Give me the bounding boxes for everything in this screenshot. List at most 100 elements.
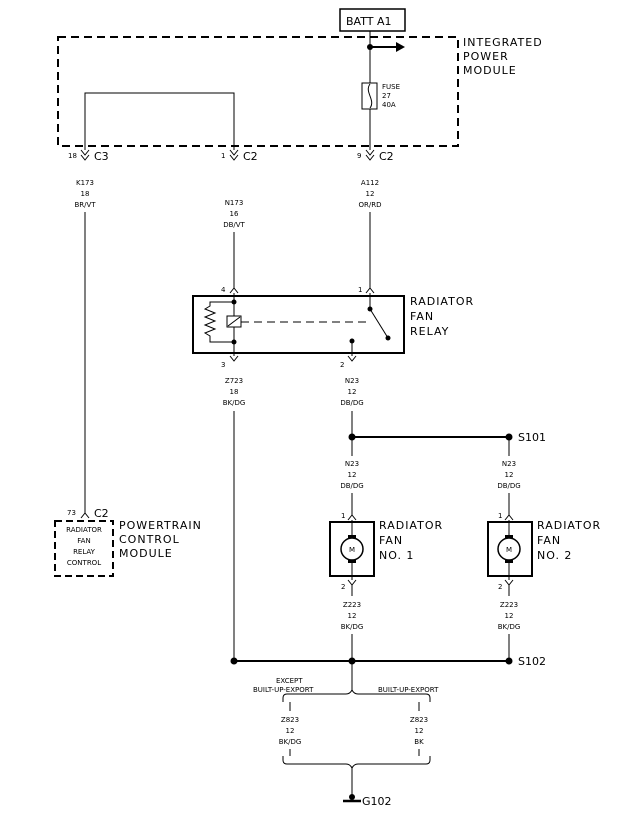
relay-pin3-connector bbox=[229, 355, 239, 362]
n23-fan1-gauge: 12 bbox=[348, 471, 357, 479]
ipm-label-2: POWER bbox=[463, 50, 509, 63]
n23-fan1-color: DB/DG bbox=[340, 482, 363, 490]
c2b-name: C2 bbox=[379, 150, 394, 163]
s102-label: S102 bbox=[518, 655, 546, 668]
pcm-box-2: FAN bbox=[77, 537, 90, 545]
pcm-connector bbox=[80, 512, 90, 519]
switch-output-dot bbox=[349, 338, 355, 344]
coil-top-dot bbox=[231, 299, 237, 305]
c3-pin: 18 bbox=[68, 152, 77, 160]
z223-fan2-gauge: 12 bbox=[505, 612, 514, 620]
n173-gauge: 16 bbox=[230, 210, 239, 218]
connector-c3: 18 C3 bbox=[68, 149, 109, 163]
n23-fan2-color: DB/DG bbox=[497, 482, 520, 490]
wire-z823-left: Z823 12 BK/DG bbox=[279, 716, 302, 746]
ipm-feed-arrow bbox=[370, 42, 405, 52]
c2a-name: C2 bbox=[243, 150, 258, 163]
wire-z223-fan1: Z223 12 BK/DG bbox=[341, 585, 363, 661]
a112-color: OR/RD bbox=[359, 201, 382, 209]
pcm-label-1: POWERTRAIN bbox=[119, 519, 202, 532]
n23-fan2-gauge: 12 bbox=[505, 471, 514, 479]
radiator-fan-1: 1 M 2 RADIATOR FAN NO. 1 bbox=[329, 512, 442, 591]
relay-label-2: FAN bbox=[410, 310, 434, 323]
relay-pin4-connector bbox=[229, 287, 239, 294]
pcm-box-4: CONTROL bbox=[67, 559, 101, 567]
fan2-pin-top: 1 bbox=[498, 512, 502, 520]
option-bottom-brace bbox=[282, 756, 431, 782]
z723-color: BK/DG bbox=[223, 399, 246, 407]
n173-circuit: N173 bbox=[225, 199, 244, 207]
pcm-label-3: MODULE bbox=[119, 547, 173, 560]
z823-right-gauge: 12 bbox=[415, 727, 424, 735]
z823-right-color: BK bbox=[414, 738, 424, 746]
ground-options: EXCEPT BUILT-UP-EXPORT BUILT-UP-EXPORT Z… bbox=[253, 661, 439, 782]
wire-n23-relay: N23 12 DB/DG bbox=[340, 377, 364, 437]
pcm-outline bbox=[54, 520, 114, 577]
relay-pin1-connector bbox=[365, 287, 375, 294]
n23-relay-color: DB/DG bbox=[340, 399, 363, 407]
wire-n23-fan1: N23 12 DB/DG bbox=[340, 437, 364, 515]
z723-circuit: Z723 bbox=[225, 377, 243, 385]
fan2-pin2-connector bbox=[504, 579, 514, 586]
c2b-pin: 9 bbox=[357, 152, 361, 160]
z223-fan2-color: BK/DG bbox=[498, 623, 521, 631]
fan2-pin1-connector bbox=[504, 514, 514, 521]
s102-left-dot bbox=[230, 657, 238, 665]
a112-gauge: 12 bbox=[366, 190, 375, 198]
fan1-label-2: FAN bbox=[379, 534, 403, 547]
batt-label: BATT A1 bbox=[346, 15, 391, 28]
z223-fan1-circuit: Z223 bbox=[343, 601, 361, 609]
fan2-label-3: NO. 2 bbox=[537, 549, 572, 562]
z223-fan2-circuit: Z223 bbox=[500, 601, 518, 609]
n23-relay-gauge: 12 bbox=[348, 388, 357, 396]
fan1-pin1-connector bbox=[347, 514, 357, 521]
option-left-line2: BUILT-UP-EXPORT bbox=[253, 686, 314, 694]
wire-a112: A112 12 OR/RD bbox=[359, 179, 382, 288]
pcm-box-3: RELAY bbox=[73, 548, 96, 556]
option-right: BUILT-UP-EXPORT bbox=[378, 686, 439, 694]
batt-box bbox=[339, 8, 406, 32]
z823-right-circuit: Z823 bbox=[410, 716, 428, 724]
pcm-pin: 73 bbox=[67, 509, 76, 517]
ipm-outline bbox=[57, 36, 459, 147]
relay-pin2: 2 bbox=[340, 361, 344, 369]
n23-fan1-circuit: N23 bbox=[345, 460, 359, 468]
ground-label: G102 bbox=[362, 795, 392, 808]
pcm-label-2: CONTROL bbox=[119, 533, 180, 546]
coil-bottom-dot bbox=[231, 339, 237, 345]
option-top-brace bbox=[282, 676, 431, 702]
fan2-label-1: RADIATOR bbox=[537, 519, 601, 532]
pcm-conn-name: C2 bbox=[94, 507, 109, 520]
switch-pivot-dot bbox=[367, 306, 373, 312]
radiator-fan-relay: RADIATOR FAN RELAY 4 1 3 2 bbox=[192, 286, 473, 369]
relay-box bbox=[192, 295, 405, 354]
k173-color: BR/VT bbox=[74, 201, 96, 209]
a112-circuit: A112 bbox=[361, 179, 379, 187]
radiator-fan-2: 1 M 2 RADIATOR FAN NO. 2 bbox=[487, 512, 601, 591]
fan1-label-3: NO. 1 bbox=[379, 549, 414, 562]
wire-z823-right: Z823 12 BK bbox=[410, 716, 428, 746]
ground-g102: G102 bbox=[343, 782, 392, 808]
fuse-element bbox=[367, 83, 373, 109]
wire-n23-fan2: N23 12 DB/DG bbox=[497, 437, 521, 515]
z223-fan1-gauge: 12 bbox=[348, 612, 357, 620]
battery-feed: BATT A1 bbox=[339, 8, 406, 32]
wire-z223-fan2: Z223 12 BK/DG bbox=[498, 585, 521, 661]
s101-label: S101 bbox=[518, 431, 546, 444]
relay-pin2-connector bbox=[347, 355, 357, 362]
option-left-line1: EXCEPT bbox=[276, 677, 303, 685]
connector-c2-pin9: 9 C2 bbox=[357, 149, 394, 163]
k173-gauge: 18 bbox=[81, 190, 90, 198]
fan1-pin-bottom: 2 bbox=[341, 583, 345, 591]
ground-dot bbox=[349, 794, 355, 800]
relay-pin4: 4 bbox=[221, 286, 226, 294]
s102-right-dot bbox=[505, 657, 513, 665]
fuse-label-2: 27 bbox=[382, 92, 391, 100]
fan2-label-2: FAN bbox=[537, 534, 561, 547]
z823-left-gauge: 12 bbox=[286, 727, 295, 735]
splice-s102: S102 bbox=[230, 655, 546, 668]
z723-gauge: 18 bbox=[230, 388, 239, 396]
ipm-internal-wiring bbox=[84, 31, 371, 150]
c2a-pin: 1 bbox=[221, 152, 225, 160]
c3-name: C3 bbox=[94, 150, 109, 163]
